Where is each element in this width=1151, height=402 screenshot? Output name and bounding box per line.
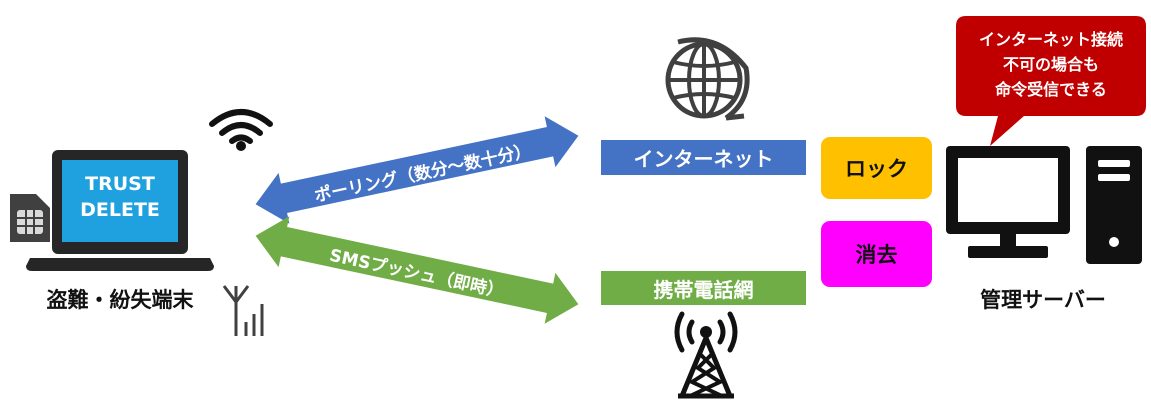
bubble-line3: 命令受信できる [995,80,1107,99]
wifi-icon [209,109,273,151]
mobile-network-label: 携帯電話網 [601,271,806,305]
lock-command-box: ロック [821,137,932,199]
server-caption: 管理サーバー [980,288,1106,312]
sim-card-icon [10,194,50,242]
globe-icon [665,37,750,121]
bubble-line2: 不可の場合も [1002,55,1099,74]
internet-label: インターネット [601,140,806,175]
device-screen-line2: DELETE [80,199,160,221]
cell-tower-icon [674,311,738,399]
device-caption: 盗難・紛失端末 [46,288,194,312]
bubble-line1: インターネット接続 [978,30,1123,49]
device-screen-line1: TRUST [85,173,155,195]
cellular-signal-icon [222,285,264,336]
wipe-command-box: 消去 [821,221,932,287]
